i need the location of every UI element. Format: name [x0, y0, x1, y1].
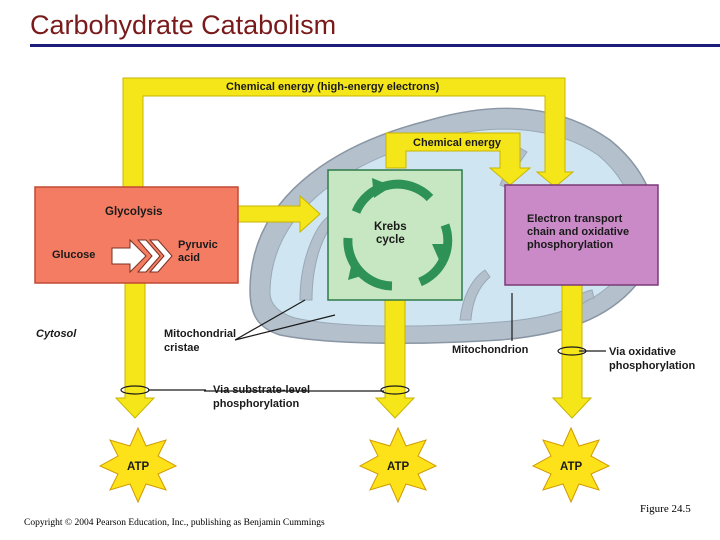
atp-burst-center	[358, 426, 438, 504]
top-arrow-label: Chemical energy (high-energy electrons)	[226, 81, 440, 93]
etc-label-line2: chain and oxidative	[527, 226, 629, 238]
oxidative-label-line2: phosphorylation	[609, 360, 695, 372]
mitochondrion-label: Mitochondrion	[452, 344, 529, 356]
substrate-label-line1: Via substrate-level	[213, 384, 310, 396]
figure-number: Figure 24.5	[640, 503, 691, 515]
atp-label-left: ATP	[127, 461, 149, 473]
cytosol-label: Cytosol	[36, 328, 77, 340]
atp-label-center: ATP	[387, 461, 409, 473]
via-ellipses	[120, 346, 587, 395]
atp-label-right: ATP	[560, 461, 582, 473]
title-underline	[30, 44, 720, 47]
atp-burst-left	[98, 426, 178, 504]
krebs-label-line1: Krebs	[374, 221, 407, 233]
middle-arrow-label: Chemical energy	[413, 137, 502, 149]
copyright-notice: Copyright © 2004 Pearson Education, Inc.…	[24, 518, 325, 528]
glycolysis-chevrons	[111, 238, 173, 274]
pyruvic-acid-label-line1: Pyruvic	[178, 239, 218, 251]
electron-transport-box	[504, 184, 659, 286]
slide-title: Carbohydrate Catabolism	[30, 10, 337, 40]
energy-flow-arrows	[114, 77, 593, 419]
substrate-label-line2: phosphorylation	[213, 398, 299, 410]
cristae-label-line2: cristae	[164, 342, 199, 354]
etc-label-line3: phosphorylation	[527, 239, 613, 251]
atp-burst-right	[531, 426, 611, 504]
glycolysis-label: Glycolysis	[105, 206, 163, 218]
krebs-label-line2: cycle	[376, 234, 405, 246]
cristae-label-line1: Mitochondrial	[164, 328, 236, 340]
krebs-cycle-arrowheads	[348, 178, 450, 280]
glucose-label: Glucose	[52, 249, 95, 261]
oxidative-label-line1: Via oxidative	[609, 346, 676, 358]
atp-bursts	[98, 426, 611, 504]
pyruvic-acid-label-line2: acid	[178, 252, 200, 264]
leader-lines	[148, 293, 606, 392]
glycolysis-box	[34, 186, 239, 284]
etc-label-line1: Electron transport	[527, 213, 623, 225]
